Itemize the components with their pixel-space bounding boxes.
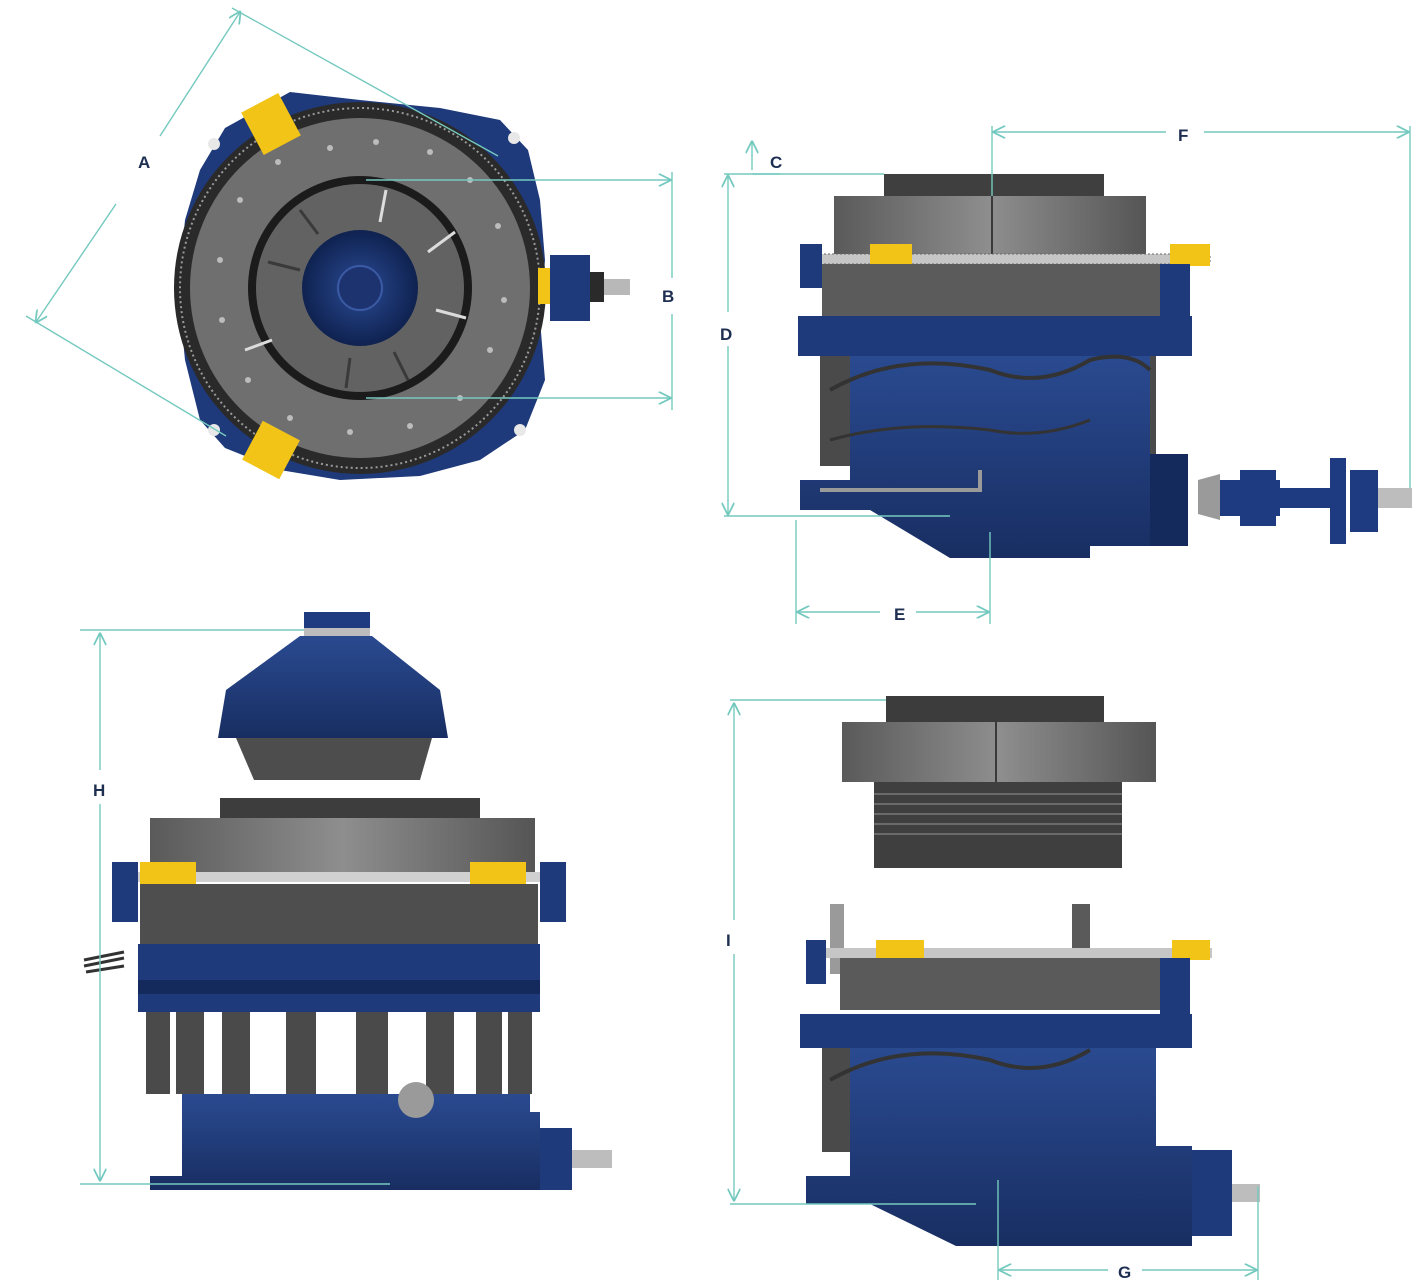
countershaft	[1378, 488, 1412, 508]
front-base	[150, 1094, 540, 1190]
service-view-crusher	[800, 696, 1260, 1246]
service-yellow-lock-right	[1172, 940, 1210, 960]
dimension-d: D	[720, 173, 950, 517]
label-e: E	[894, 605, 905, 624]
label-i: I	[726, 931, 731, 950]
service-countershaft	[1232, 1184, 1260, 1202]
label-d: D	[720, 325, 732, 344]
mantle	[236, 738, 432, 780]
top-view-crusher	[174, 92, 630, 480]
side-yellow-lock-left	[870, 244, 912, 266]
dimension-e: E	[795, 520, 991, 624]
label-c: C	[770, 153, 782, 172]
lifted-adjustment-ring	[842, 722, 1156, 782]
top-yellow-cylinder	[241, 92, 301, 156]
bottom-yellow-cylinder	[242, 420, 300, 480]
label-h: H	[93, 781, 105, 800]
front-view-crusher	[83, 612, 612, 1190]
dimension-g: G	[997, 1180, 1259, 1282]
front-cylinders	[146, 1012, 532, 1094]
bowl	[150, 818, 535, 880]
dimension-a: A	[25, 7, 499, 437]
label-a: A	[138, 153, 150, 172]
dimension-c: C	[752, 142, 884, 175]
dimension-f: F	[991, 126, 1411, 488]
main-frame	[800, 356, 1188, 558]
label-g: G	[1118, 1263, 1131, 1282]
drive-shaft	[604, 279, 630, 295]
dimension-b: B	[366, 172, 674, 410]
main-frame-upper	[798, 316, 1192, 356]
service-main-frame	[806, 1048, 1192, 1246]
dimension-i: I	[726, 699, 976, 1205]
label-b: B	[662, 287, 674, 306]
dimension-h: H	[80, 629, 390, 1185]
side-yellow-lock-right	[1170, 244, 1210, 266]
side-view-crusher	[798, 174, 1412, 558]
feed-hopper	[218, 636, 448, 738]
label-f: F	[1178, 126, 1188, 145]
service-yellow-lock-left	[876, 940, 924, 960]
